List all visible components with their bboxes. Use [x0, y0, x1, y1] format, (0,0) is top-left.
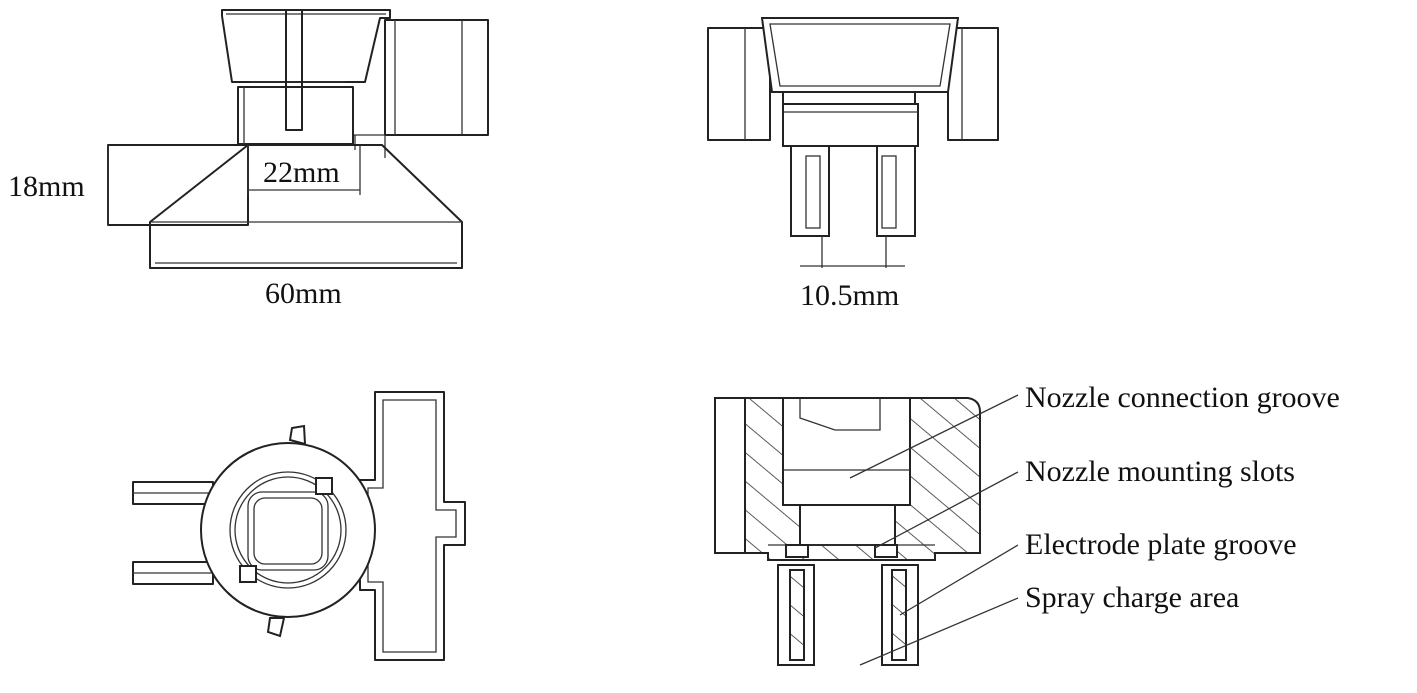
side-view	[707, 17, 999, 268]
inner-width-dimension-label: 22mm	[263, 156, 340, 189]
base-width-dimension-label: 60mm	[265, 277, 342, 310]
pin-spacing-dimension-label: 10.5mm	[800, 279, 899, 312]
annotation-charge-area: Spray charge area	[1025, 581, 1239, 614]
annotation-connection-groove: Nozzle connection groove	[1025, 381, 1340, 414]
bottom-view	[132, 391, 466, 661]
annotation-mounting-slots: Nozzle mounting slots	[1025, 455, 1295, 488]
height-dimension-label: 18mm	[8, 170, 85, 203]
section-view	[714, 394, 1019, 666]
front-view	[107, 9, 489, 269]
annotation-electrode-groove: Electrode plate groove	[1025, 528, 1297, 561]
